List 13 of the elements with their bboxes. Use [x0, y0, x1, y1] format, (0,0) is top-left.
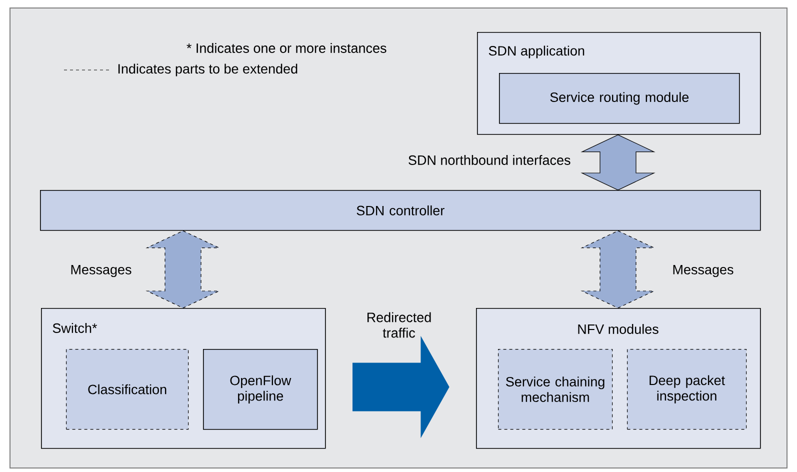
module-box: SDN controller: [40, 190, 761, 231]
edge-label: SDN northbound interfaces: [408, 155, 570, 165]
module-box: Classification: [66, 349, 189, 430]
legend-text: Indicates parts to be extended: [118, 64, 298, 76]
module-box: OpenFlow pipeline: [203, 349, 318, 430]
module-box: Deep packet inspection: [627, 349, 747, 430]
module-box: Service routing module: [499, 73, 740, 124]
edge-label: Messages: [673, 264, 734, 278]
edge-label: Redirected traffic: [367, 312, 431, 338]
block-arrow: [352, 336, 450, 438]
legend-text: * Indicates one or more instances: [186, 43, 386, 53]
edge-label: Messages: [71, 264, 132, 278]
module-box: Service chaining mechanism: [498, 349, 613, 430]
